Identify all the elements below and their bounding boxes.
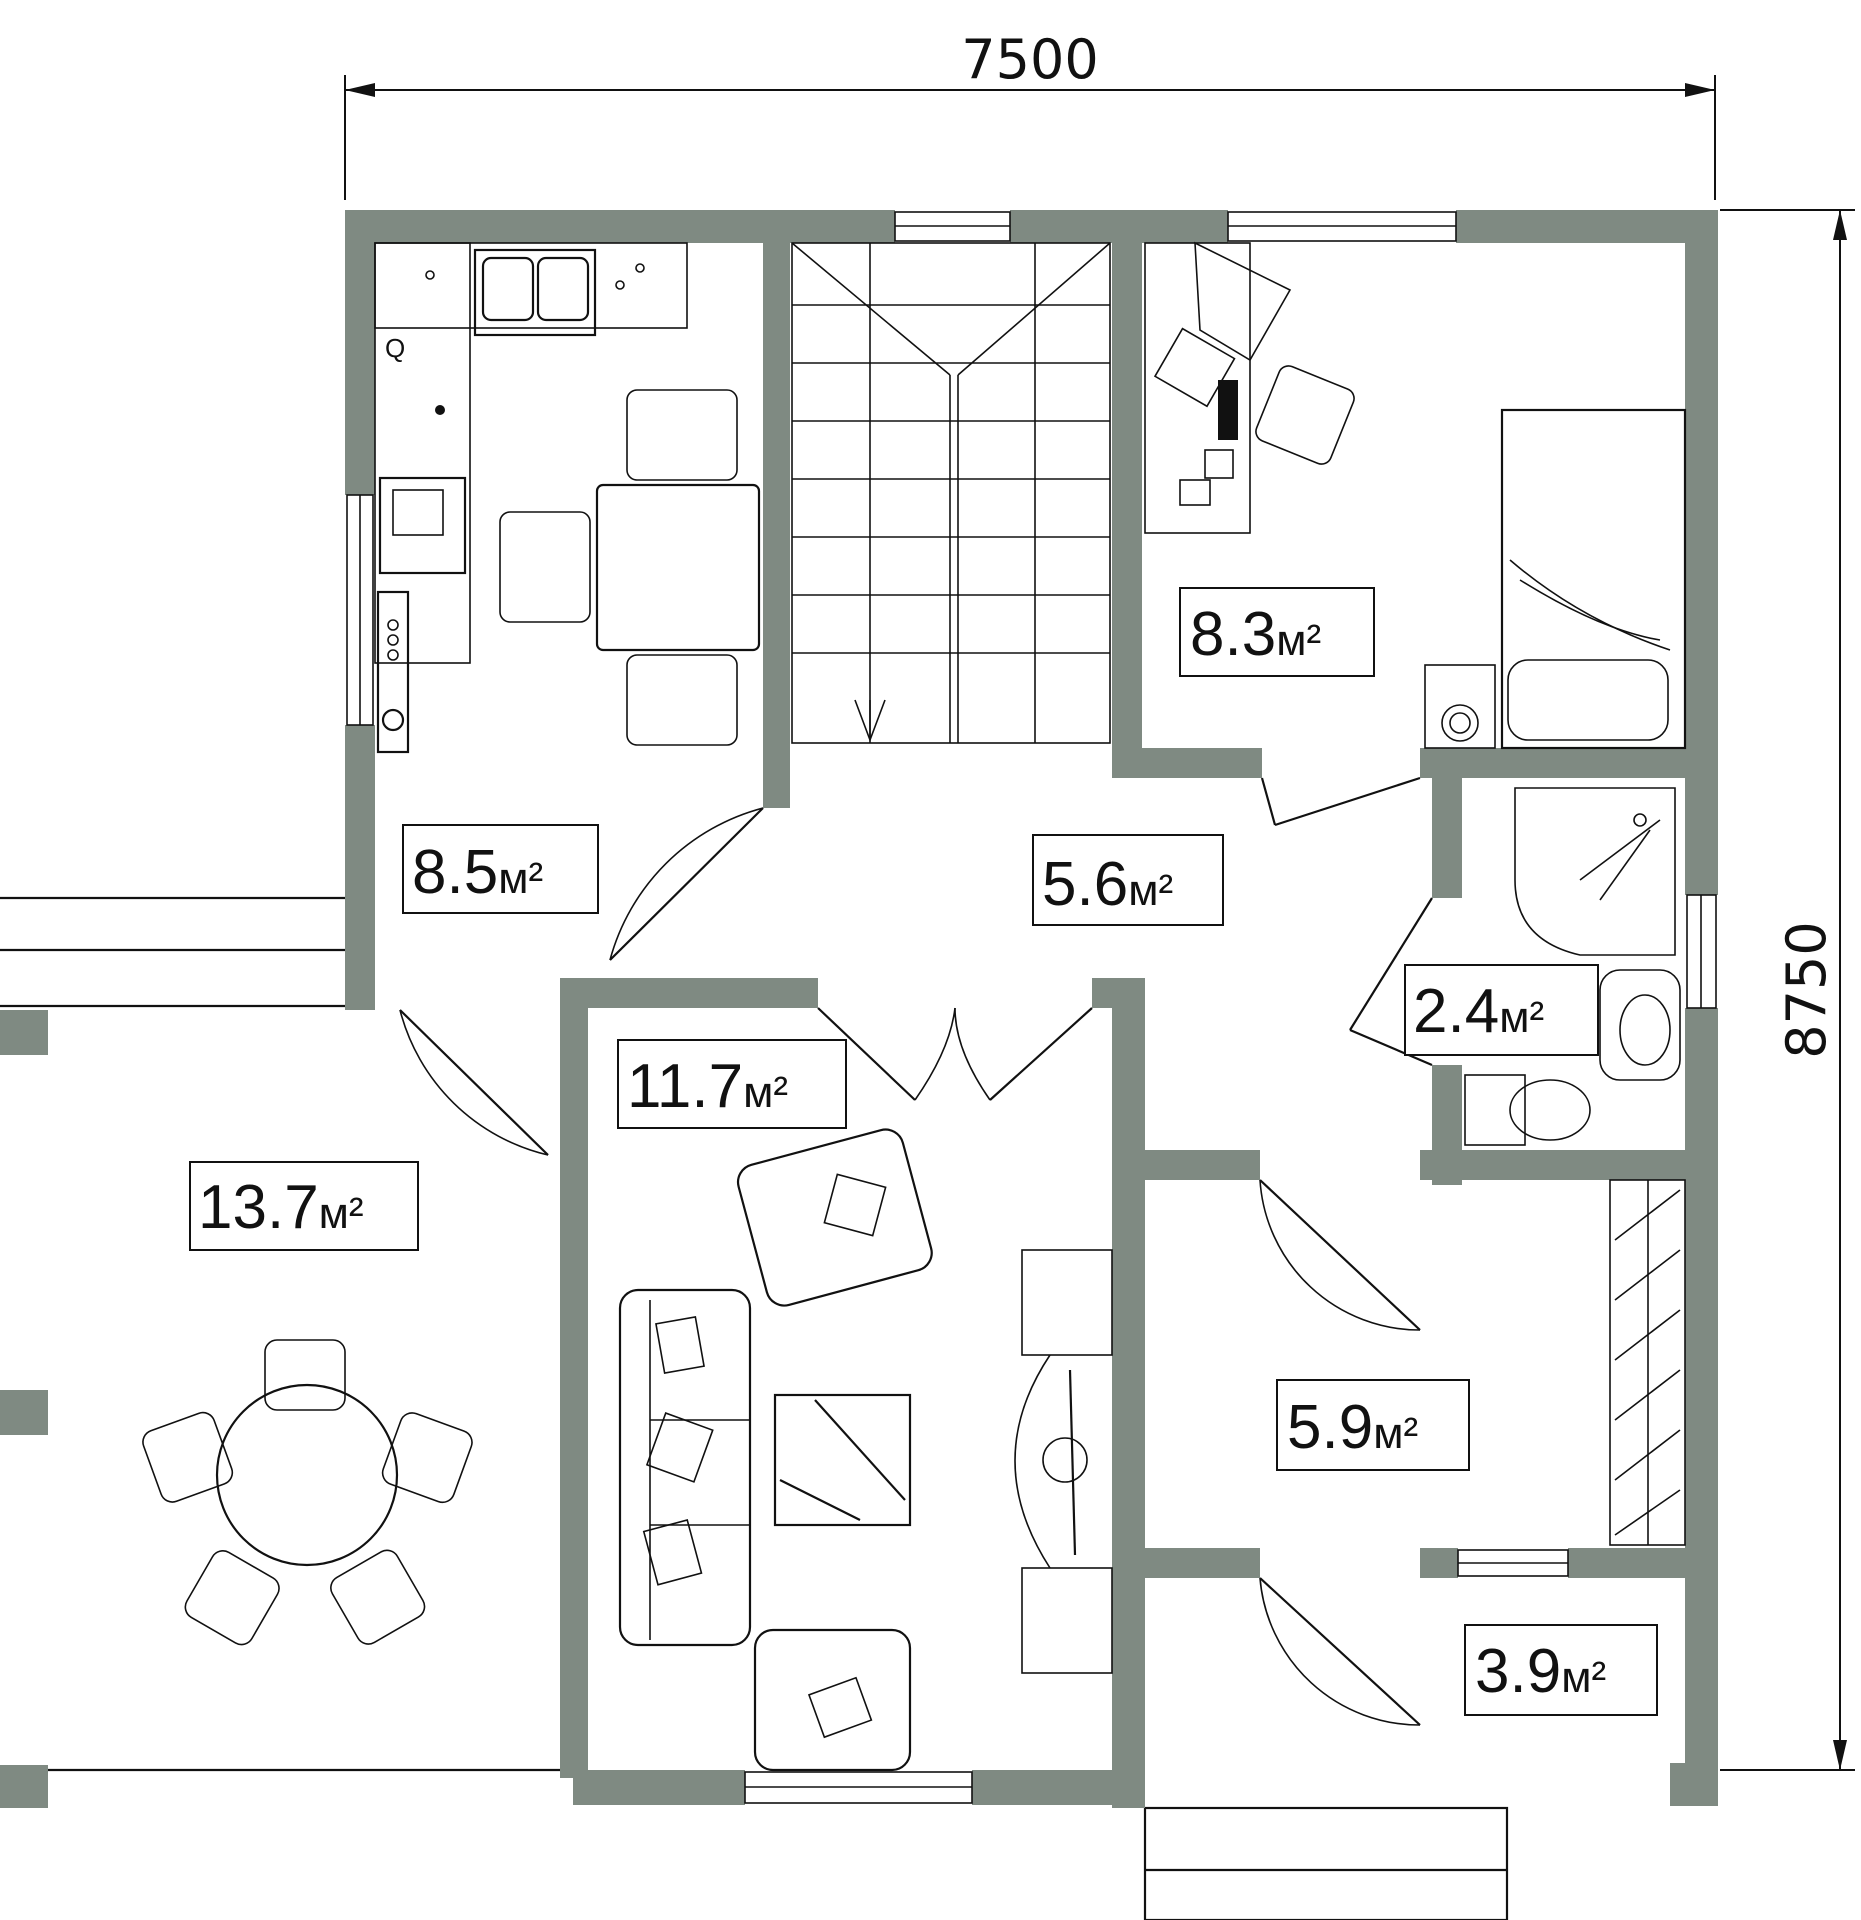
- dimension-width: 7500: [344, 28, 1716, 200]
- svg-text:13.7м²: 13.7м²: [198, 1173, 364, 1242]
- svg-text:Q: Q: [385, 333, 405, 363]
- room-label-bedroom: 8.3м²: [1179, 587, 1375, 677]
- bedroom-furniture: [1144, 241, 1687, 750]
- kitchen-furniture: Q: [374, 242, 761, 754]
- windows: [346, 211, 1717, 1804]
- svg-text:11.7м²: 11.7м²: [627, 1052, 788, 1121]
- svg-text:5.9м²: 5.9м²: [1287, 1393, 1418, 1462]
- svg-text:5.6м²: 5.6м²: [1042, 850, 1173, 919]
- svg-text:8.5м²: 8.5м²: [412, 838, 543, 907]
- room-label-living: 11.7м²: [617, 1039, 847, 1129]
- terrace-furniture: [142, 1339, 473, 1646]
- room-label-hall: 5.6м²: [1032, 834, 1224, 926]
- bathroom-fixtures: [1464, 787, 1681, 1146]
- living-furniture: [618, 1128, 1113, 1772]
- svg-text:3.9м²: 3.9м²: [1475, 1637, 1606, 1706]
- room-label-terrace: 13.7м²: [189, 1161, 419, 1251]
- staircase: [791, 242, 1111, 744]
- width-label: 7500: [961, 28, 1098, 91]
- room-label-kitchen: 8.5м²: [402, 824, 599, 914]
- room-label-corridor: 5.9м²: [1276, 1379, 1470, 1471]
- wardrobe: [1609, 1179, 1686, 1546]
- dimension-height: 8750: [1720, 209, 1855, 1771]
- svg-text:8.3м²: 8.3м²: [1190, 600, 1321, 669]
- terrace-outline: [0, 896, 575, 1808]
- entrance-steps: [1143, 1806, 1509, 1920]
- walls: [345, 210, 1718, 1808]
- doors: [399, 776, 1433, 1726]
- height-label: 8750: [1775, 921, 1838, 1058]
- room-label-entrance: 3.9м²: [1464, 1624, 1658, 1716]
- room-label-bathroom: 2.4м²: [1404, 964, 1599, 1056]
- svg-text:2.4м²: 2.4м²: [1413, 977, 1544, 1046]
